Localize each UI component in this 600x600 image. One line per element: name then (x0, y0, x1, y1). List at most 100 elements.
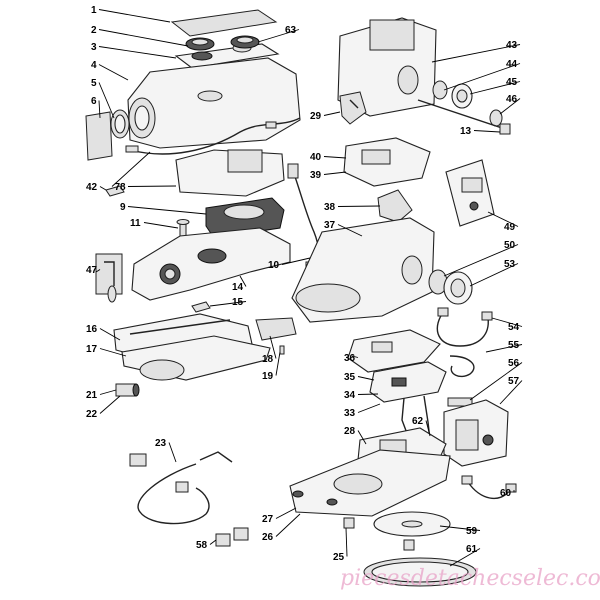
leader-line-43 (431, 44, 521, 63)
callout-label-1: 1 (91, 5, 97, 16)
leader-line-54 (491, 317, 523, 327)
wire-loop-part (449, 355, 475, 378)
leader-line-36 (351, 355, 359, 358)
callout-label-5: 5 (91, 78, 97, 89)
callout-label-3: 3 (91, 42, 97, 53)
leader-line-49 (487, 211, 519, 227)
leader-line-58 (209, 539, 217, 545)
callout-label-27: 27 (262, 514, 274, 525)
pin-part (279, 345, 285, 355)
leader-line-16 (99, 328, 121, 341)
base-tray-part (121, 335, 271, 381)
lid-plate-part (170, 9, 278, 37)
callout-label-14: 14 (232, 282, 244, 293)
leader-line-23 (168, 442, 177, 463)
turntable-part (373, 511, 451, 537)
leader-line-27 (275, 507, 297, 519)
leader-line-53 (469, 263, 519, 287)
filter-part (85, 111, 113, 161)
callout-label-33: 33 (344, 408, 356, 419)
callout-label-21: 21 (86, 390, 98, 401)
callout-label-4: 4 (91, 60, 97, 71)
callout-label-29: 29 (310, 111, 322, 122)
leader-line-55 (485, 344, 523, 353)
fan-motor-part (205, 197, 285, 239)
leader-line-47 (95, 269, 101, 273)
callout-label-26: 26 (262, 532, 274, 543)
callout-label-58: 58 (196, 540, 208, 551)
leader-line-2 (98, 29, 189, 47)
leader-line-62 (425, 420, 431, 437)
leader-line-5 (98, 82, 115, 119)
leader-line-21 (99, 389, 117, 395)
drive-shaft-part (417, 99, 511, 135)
leader-line-38 (337, 205, 381, 207)
callout-label-17: 17 (86, 344, 98, 355)
switch-bracket-part (339, 91, 367, 125)
seal-ring-part (110, 109, 130, 139)
callout-label-15: 15 (232, 297, 244, 308)
leader-line-63 (257, 29, 300, 43)
callout-label-37: 37 (324, 220, 336, 231)
callout-label-19: 19 (262, 371, 274, 382)
clip-part (191, 301, 211, 313)
motor-chassis-part (131, 227, 291, 301)
callout-label-53: 53 (504, 259, 516, 270)
leader-line-18 (269, 335, 277, 359)
base-plate-part (289, 449, 451, 517)
sensor-cable-part (436, 307, 493, 347)
brush-pair-part (215, 527, 249, 547)
leader-line-4 (98, 64, 129, 81)
leader-line-11 (143, 222, 179, 229)
leader-line-46 (499, 98, 521, 115)
callout-label-46: 46 (506, 94, 518, 105)
callout-label-62: 62 (412, 416, 424, 427)
callout-label-22: 22 (86, 409, 98, 420)
callout-label-44: 44 (506, 59, 518, 70)
bracket-part (95, 253, 123, 303)
bearing-part (451, 83, 473, 109)
fuse-holder-part (115, 383, 140, 397)
callout-label-35: 35 (344, 372, 356, 383)
callout-label-57: 57 (508, 376, 520, 387)
callout-label-18: 18 (262, 354, 274, 365)
leader-line-3 (98, 46, 177, 59)
leader-line-19 (275, 351, 281, 376)
callout-label-23: 23 (155, 438, 167, 449)
leader-line-61 (449, 548, 481, 567)
leader-line-8 (127, 185, 177, 187)
control-board-part (369, 361, 447, 403)
callout-label-45: 45 (506, 77, 518, 88)
callout-label-56: 56 (508, 358, 520, 369)
leader-line-14 (239, 275, 247, 287)
callout-label-61: 61 (466, 544, 478, 555)
top-housing-part (127, 57, 301, 149)
callout-label-11: 11 (130, 218, 141, 229)
callout-label-34: 34 (344, 390, 356, 401)
terminal-part (447, 397, 473, 407)
leader-line-26 (275, 513, 301, 537)
callout-label-38: 38 (324, 202, 336, 213)
leader-line-9 (127, 206, 207, 215)
callout-label-54: 54 (508, 322, 520, 333)
watermark-text: piecesdetachecselec.com (340, 566, 600, 591)
leader-line-37 (337, 224, 363, 237)
callout-label-47: 47 (86, 265, 98, 276)
leader-line-50 (443, 244, 519, 277)
callout-label-59: 59 (466, 526, 478, 537)
callout-label-16: 16 (86, 324, 98, 335)
transformer-part (443, 399, 509, 467)
leader-line-44 (443, 63, 521, 91)
knob-part (443, 271, 473, 305)
callout-label-55: 55 (508, 340, 520, 351)
leader-line-57 (499, 380, 523, 405)
grille-part (255, 317, 297, 341)
knob-ring-part (185, 35, 260, 51)
leader-line-59 (439, 525, 481, 531)
callout-label-9: 9 (120, 202, 126, 213)
leader-line-40 (323, 156, 347, 159)
callout-label-2: 2 (91, 25, 97, 36)
leader-line-17 (99, 348, 127, 357)
pcb-part (347, 329, 441, 373)
